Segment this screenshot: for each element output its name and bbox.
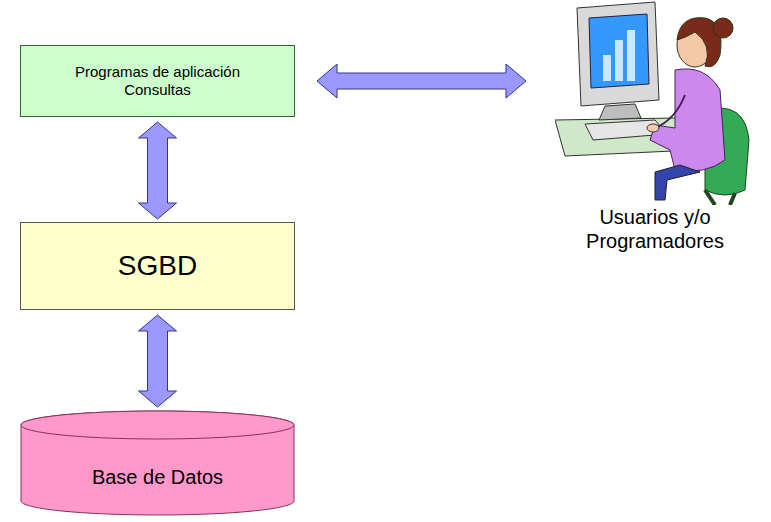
- application-box: Programas de aplicación Consultas: [20, 45, 295, 117]
- block-arrow: [317, 64, 526, 98]
- node-label: Usuarios y/o Programadores: [575, 205, 735, 253]
- block-arrow: [139, 122, 177, 219]
- cylinder-body: [21, 411, 294, 515]
- person-at-computer: [555, 0, 755, 205]
- cylinder-outline: [20, 410, 295, 516]
- dbms-box: SGBD: [20, 222, 295, 310]
- node-label: SGBD: [118, 249, 197, 283]
- node-label: Base de Datos: [92, 465, 223, 489]
- database-cylinder: Base de Datos: [20, 410, 295, 516]
- node-label: Programas de aplicación Consultas: [63, 63, 253, 99]
- block-arrow: [139, 315, 177, 407]
- user-figure: Usuarios y/o Programadores: [540, 0, 770, 275]
- cylinder-top: [21, 411, 294, 439]
